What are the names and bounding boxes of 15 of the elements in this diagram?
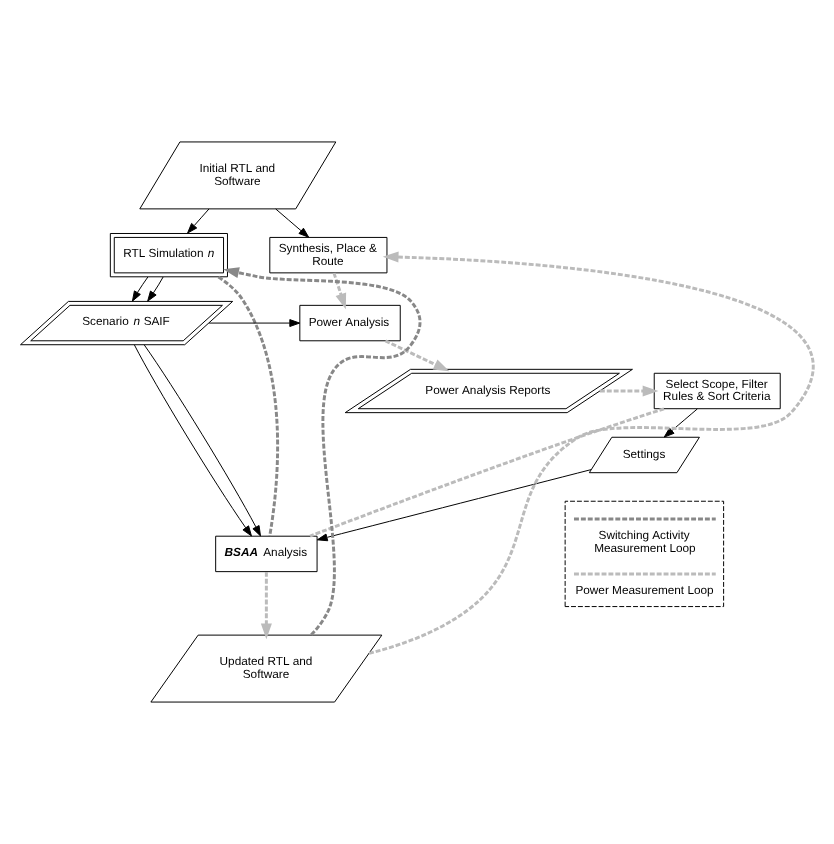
- connector: [217, 275, 280, 537]
- arrow: [599, 385, 659, 397]
- arrow: [187, 208, 210, 234]
- arrow: [316, 469, 592, 542]
- arrow: [260, 572, 272, 640]
- connector: [309, 407, 665, 538]
- arrow: [147, 276, 164, 302]
- arrow: [223, 267, 422, 636]
- arrow: [663, 408, 698, 438]
- arrow: [275, 208, 310, 238]
- arrow: [332, 272, 347, 310]
- arrow: [208, 319, 301, 327]
- arrow: [368, 251, 814, 655]
- arrow: [384, 339, 450, 372]
- arrow: [131, 276, 149, 302]
